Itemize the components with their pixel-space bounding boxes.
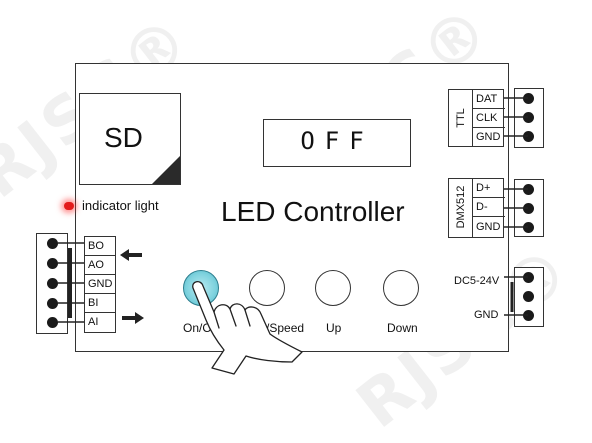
- status-display: OFF: [263, 119, 411, 167]
- ttl-dat: DAT: [473, 90, 505, 109]
- terminal-bo: BO: [85, 237, 115, 256]
- dmx-d-minus: D-: [473, 198, 505, 217]
- up-button[interactable]: [315, 270, 351, 306]
- ttl-terminal: TTL DAT CLK GND: [448, 89, 505, 147]
- down-label: Down: [387, 321, 418, 335]
- power-voltage-label: DC5-24V: [454, 275, 500, 287]
- terminal-ai: AI: [88, 316, 99, 328]
- pressing-hand-icon: [192, 281, 303, 375]
- left-pin-1: [47, 238, 58, 249]
- indicator-label: indicator light: [82, 198, 159, 213]
- dmx512-terminal: DMX512 D+ D- GND: [448, 178, 505, 238]
- dmx-pin-2: [523, 203, 534, 214]
- left-pin-5: [47, 317, 58, 328]
- terminal-ao: AO: [85, 256, 115, 275]
- dmx-gnd: GND: [476, 221, 501, 233]
- power-pin-2: [523, 291, 534, 302]
- power-pin-1: [523, 272, 534, 283]
- power-gnd-label: GND: [474, 309, 499, 321]
- down-button[interactable]: [383, 270, 419, 306]
- sd-card-label: SD: [104, 122, 143, 153]
- power-pin-3: [523, 310, 534, 321]
- left-pin-2: [47, 258, 58, 269]
- device-title: LED Controller: [221, 196, 405, 227]
- ttl-pin-1: [523, 93, 534, 104]
- left-terminal-labels: BO AO GND BI AI: [84, 236, 116, 333]
- sd-card-notch: [152, 156, 180, 184]
- ttl-pin-3: [523, 131, 534, 142]
- ttl-pin-2: [523, 112, 534, 123]
- dmx-d-plus: D+: [473, 179, 505, 198]
- ttl-clk: CLK: [473, 109, 505, 128]
- terminal-bi: BI: [85, 294, 115, 313]
- display-text: OFF: [300, 127, 374, 155]
- dmx-pin-1: [523, 184, 534, 195]
- left-pin-3: [47, 278, 58, 289]
- up-label: Up: [326, 321, 342, 335]
- sd-card-slot: SD: [79, 93, 181, 185]
- left-pin-4: [47, 298, 58, 309]
- arrow-in-icon: [120, 249, 142, 261]
- terminal-gnd: GND: [85, 275, 115, 294]
- right-connector-wires: [504, 97, 528, 316]
- left-connector-wires: [58, 242, 84, 323]
- arrow-out-icon: [122, 312, 144, 324]
- indicator-light-icon: [64, 202, 74, 210]
- mode-speed-button[interactable]: [249, 270, 285, 306]
- dmx-pin-3: [523, 222, 534, 233]
- ttl-gnd: GND: [476, 131, 501, 143]
